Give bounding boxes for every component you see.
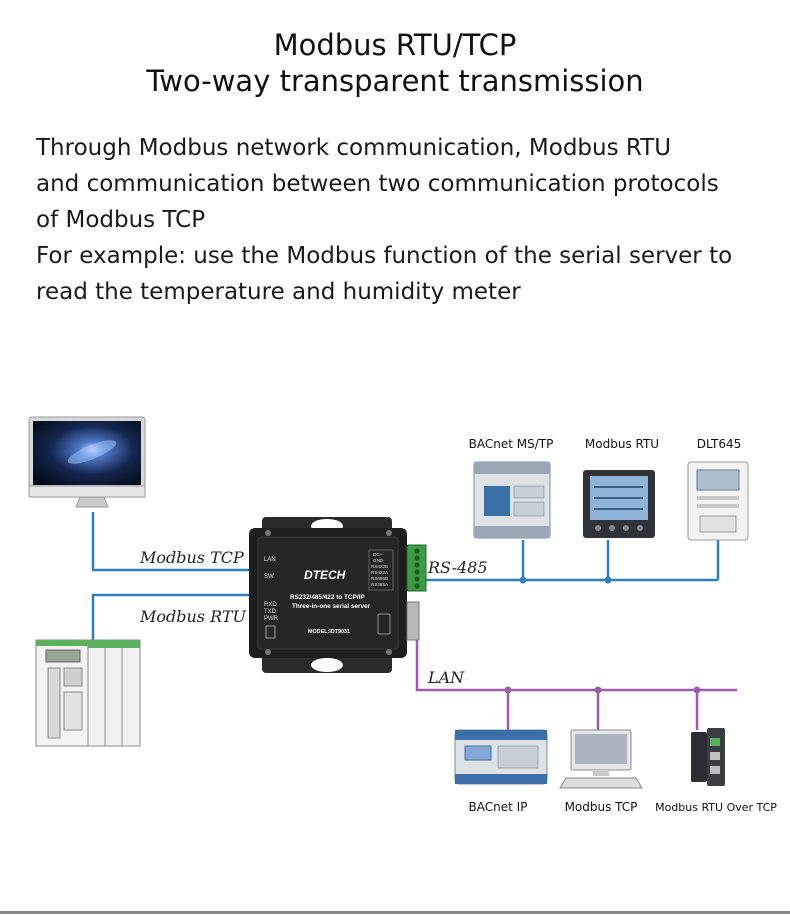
lan-label: LAN <box>427 668 465 687</box>
modbus-rtu-power-meter-icon <box>583 470 655 538</box>
device-label-modbus-rtu: Modbus RTU <box>585 437 659 451</box>
modbus-tcp-computer-icon <box>559 729 643 789</box>
terminal-labels: DC+ GND RS422B RS422A RS485B RS485A <box>368 549 394 591</box>
device-label-bacnet-mstp: BACnet MS/TP <box>469 437 554 451</box>
led-lan-label: LAN <box>264 557 276 563</box>
description-line-3: of Modbus TCP <box>36 207 206 233</box>
terminal-label-rs485b: RS485B <box>371 576 388 581</box>
device-label-dlt645: DLT645 <box>697 437 742 451</box>
server-model-label: MODEL:IDT9031 <box>308 629 350 635</box>
heading-line-1: Modbus RTU/TCP <box>273 28 517 62</box>
connection-lines <box>91 512 737 730</box>
led-sw-label: SW <box>264 574 274 580</box>
bacnet-ip-controller-icon <box>454 729 548 785</box>
modbus-tcp-label: Modbus TCP <box>139 548 244 567</box>
description-line-1: Through Modbus network communication, Mo… <box>36 135 672 161</box>
description-line-4: For example: use the Modbus function of … <box>36 243 733 269</box>
server-brand-logo: DTECH <box>304 568 346 582</box>
terminal-label-rs422b: RS422B <box>371 564 388 569</box>
modbus-rtu-line <box>91 593 250 640</box>
device-label-modbus-tcp: Modbus TCP <box>565 800 638 814</box>
server-spec-line-1: RS232/485/422 to TCP/IP <box>290 594 365 601</box>
dlt645-energy-meter-icon <box>687 461 749 541</box>
bacnet-mstp-controller-icon <box>473 461 551 539</box>
description-line-5: read the temperature and humidity meter <box>36 279 521 305</box>
description-line-2: and communication between two communicat… <box>36 171 719 197</box>
terminal-label-rs485a: RS485A <box>371 582 389 587</box>
led-txd-label: TXD <box>264 609 277 615</box>
device-label-bacnet-ip: BACnet IP <box>469 800 528 814</box>
device-label-modbus-rtu-over-tcp: Modbus RTU Over TCP <box>655 801 777 814</box>
terminal-label-gnd: GND <box>373 558 384 563</box>
lan-bus-line <box>415 640 737 692</box>
computer-monitor-icon <box>28 416 146 508</box>
bottom-divider <box>0 911 790 914</box>
terminal-label-dc: DC+ <box>373 552 383 557</box>
plc-controller-icon <box>35 639 141 747</box>
terminal-label-rs422a: RS422A <box>371 570 389 575</box>
server-spec-line-2: Three-in-one serial server <box>292 603 371 610</box>
rs485-label: RS-485 <box>427 558 488 577</box>
modbus-tcp-line <box>91 512 250 572</box>
serial-server-device: LAN SW RXD TXD PWR DTECH RS232/485/422 t… <box>249 517 427 673</box>
junction-dots <box>504 576 701 694</box>
modbus-rtu-label: Modbus RTU <box>139 607 247 626</box>
heading-line-2: Two-way transparent transmission <box>146 64 644 98</box>
modbus-rtu-over-tcp-gateway-icon <box>691 728 725 786</box>
led-rxd-label: RXD <box>264 602 277 608</box>
led-pwr-label: PWR <box>264 616 279 622</box>
